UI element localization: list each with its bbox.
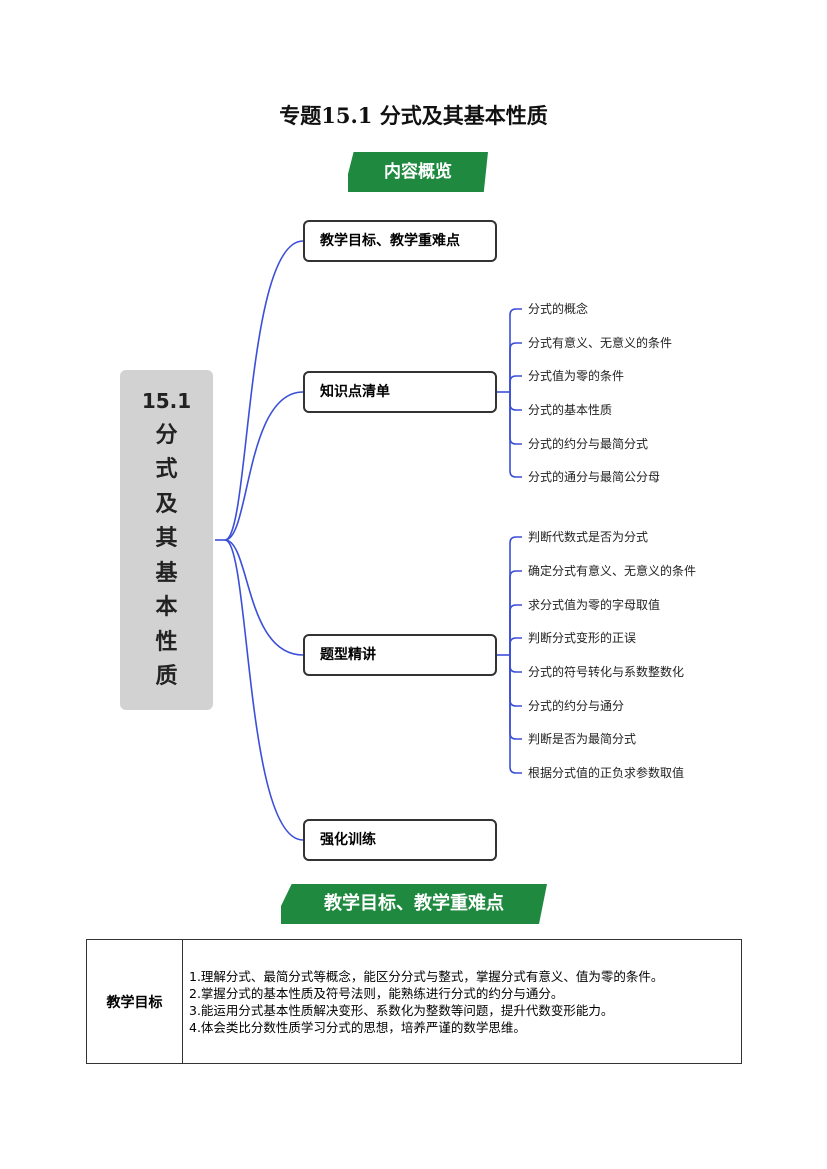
center-char: 其 (155, 526, 178, 551)
leaf-item[interactable]: 分式的约分与通分 (528, 699, 625, 713)
connector (509, 655, 522, 673)
connector (224, 391, 304, 541)
goals-cell: 1.理解分式、最简分式等概念，能区分分式与整式，掌握分式有意义、值为零的条件。 … (182, 939, 742, 1064)
leaf-item[interactable]: 分式的符号转化与系数整数化 (528, 665, 685, 679)
leaf-item[interactable]: 分式值为零的条件 (528, 369, 625, 383)
leaf-item[interactable]: 分式的概念 (528, 302, 589, 316)
connector (509, 570, 522, 655)
goals-table: 教学目标 1.理解分式、最简分式等概念，能区分分式与整式，掌握分式有意义、值为零… (86, 939, 742, 1064)
connector (509, 392, 522, 445)
goals-banner: 教学目标、教学重难点 (281, 884, 547, 924)
node-training[interactable]: 强化训练 (303, 819, 497, 861)
leaf-item[interactable]: 分式的通分与最简公分母 (528, 470, 661, 484)
leaf-item[interactable]: 求分式值为零的字母取值 (528, 598, 661, 612)
connector (509, 536, 522, 655)
node-question-types[interactable]: 题型精讲 (303, 634, 497, 676)
goal-item: 3.能运用分式基本性质解决变形、系数化为整数等问题，提升代数变形能力。 (189, 1002, 614, 1018)
connector (509, 655, 522, 774)
goal-item: 4.体会类比分数性质学习分式的思想，培养严谨的数学思维。 (189, 1019, 526, 1035)
goal-item: 1.理解分式、最简分式等概念，能区分分式与整式，掌握分式有意义、值为零的条件。 (189, 968, 664, 984)
leaf-item[interactable]: 分式的基本性质 (528, 403, 613, 417)
center-topic: 15.1 分式及其基本性质 (120, 370, 213, 710)
connector (509, 392, 522, 478)
leaf-item[interactable]: 确定分式有意义、无意义的条件 (528, 564, 697, 578)
leaf-item[interactable]: 判断代数式是否为分式 (528, 530, 649, 544)
center-char: 性 (155, 629, 178, 655)
center-char: 基 (155, 560, 178, 586)
center-char: 及 (155, 491, 178, 517)
node-knowledge[interactable]: 知识点清单 (303, 371, 497, 413)
leaf-item[interactable]: 判断分式变形的正误 (528, 631, 637, 645)
page-title: 专题15.1 分式及其基本性质 (279, 103, 548, 128)
connector (509, 637, 522, 655)
center-char: 15.1 (141, 389, 192, 413)
center-char: 分 (155, 422, 178, 448)
connector (509, 375, 522, 392)
connector (509, 604, 522, 655)
connector (224, 539, 304, 841)
goals-header: 教学目标 (86, 939, 183, 1064)
leaf-item[interactable]: 判断是否为最简分式 (528, 732, 637, 746)
connector (509, 655, 522, 740)
leaf-item[interactable]: 分式有意义、无意义的条件 (528, 336, 673, 350)
center-char: 质 (155, 664, 178, 689)
center-char: 式 (155, 457, 178, 482)
node-goals[interactable]: 教学目标、教学重难点 (303, 220, 497, 262)
overview-banner: 内容概览 (348, 152, 488, 192)
center-char: 本 (155, 595, 178, 620)
leaf-item[interactable]: 根据分式值的正负求参数取值 (528, 766, 685, 780)
connector (509, 308, 522, 392)
connector (224, 539, 304, 656)
connector (509, 342, 522, 392)
connector (224, 240, 304, 541)
goal-item: 2.掌握分式的基本性质及符号法则，能熟练进行分式的约分与通分。 (189, 985, 564, 1001)
leaf-item[interactable]: 分式的约分与最简分式 (528, 437, 649, 451)
connector (509, 392, 522, 411)
connector (509, 655, 522, 707)
